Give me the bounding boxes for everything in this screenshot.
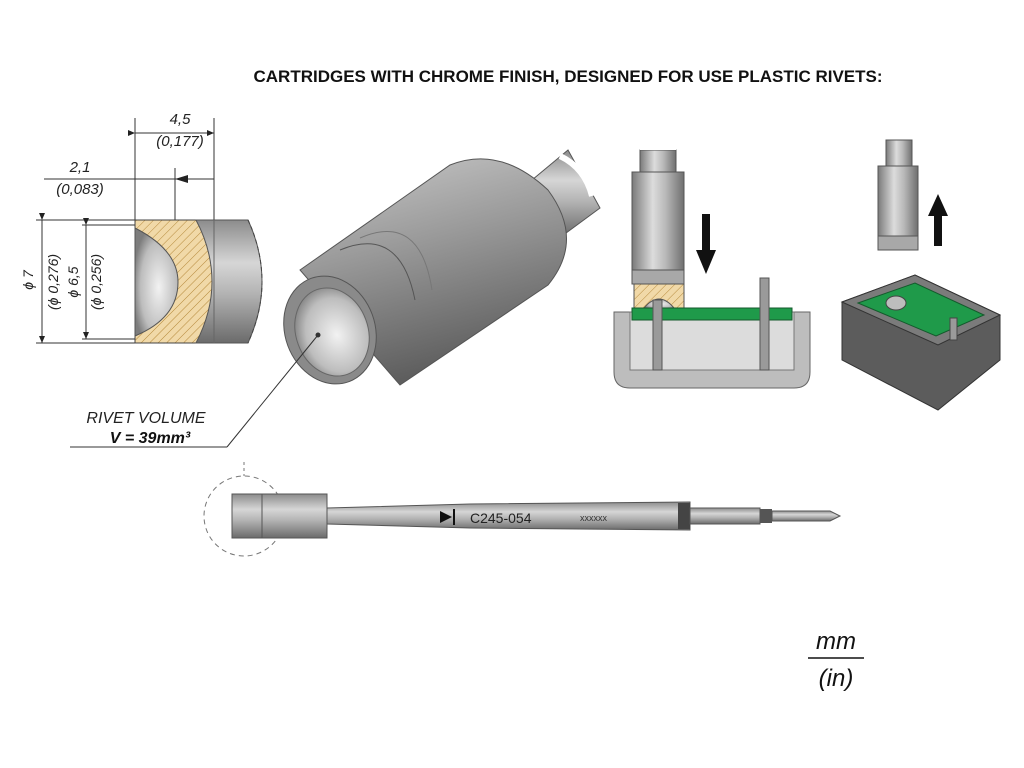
dim-width-inner-mm: 2,1 bbox=[69, 159, 91, 176]
finished-rivet bbox=[885, 295, 907, 311]
finished-tool-shaft bbox=[885, 139, 913, 167]
finished-tool-body bbox=[877, 165, 919, 247]
section-drawing: 4,5 (0,177) 2,1 (0,083) ϕ 7 (ϕ 0,276) ϕ … bbox=[20, 111, 263, 344]
section-break bbox=[247, 219, 263, 344]
rivet-press-step bbox=[613, 145, 811, 389]
rivet-volume-callout: RIVET VOLUME V = 39mm³ bbox=[70, 334, 319, 448]
dim-width-inner-in: (0,083) bbox=[56, 181, 104, 198]
section-cavity bbox=[134, 227, 179, 337]
tip-body-line bbox=[359, 231, 433, 291]
cartridge-full-view: C245-054 xxxxxx bbox=[203, 462, 842, 557]
rivet-volume-value: V = 39mm³ bbox=[110, 430, 191, 447]
cartridge-rear-band bbox=[760, 509, 772, 523]
press-tool-break bbox=[640, 145, 676, 150]
rivet-volume-label: RIVET VOLUME bbox=[86, 410, 205, 427]
finished-pin bbox=[949, 317, 958, 341]
down-arrow-shaft bbox=[702, 214, 710, 252]
dim-dia-inner-mm: ϕ 6,5 bbox=[65, 266, 81, 297]
rivet-finished-step bbox=[840, 139, 1002, 411]
cartridge-shaft bbox=[326, 501, 691, 531]
tip-shaft-break bbox=[558, 153, 595, 197]
cartridge-connector bbox=[771, 510, 842, 522]
press-tool-ring bbox=[631, 269, 685, 285]
tip-body-line bbox=[339, 243, 416, 301]
cartridge-tip-body bbox=[261, 493, 328, 539]
finished-tool-ring bbox=[877, 235, 919, 251]
dim-width-outer-in: (0,177) bbox=[156, 133, 204, 150]
cartridge-band bbox=[678, 503, 690, 529]
cartridge-rear bbox=[689, 507, 761, 525]
tip-cup bbox=[294, 287, 370, 377]
press-board bbox=[631, 307, 793, 321]
down-arrow-icon bbox=[696, 250, 716, 274]
page-title: CARTRIDGES WITH CHROME FINISH, DESIGNED … bbox=[253, 67, 882, 86]
dim-arrow bbox=[175, 175, 188, 183]
unit-primary: mm bbox=[816, 628, 856, 655]
dim-dia-outer-in: (ϕ 0,276) bbox=[45, 254, 61, 310]
tip-3d-view bbox=[283, 149, 601, 386]
dim-width-outer-mm: 4,5 bbox=[170, 111, 192, 128]
section-tip-body bbox=[195, 219, 263, 344]
cartridge-code: xxxxxx bbox=[580, 513, 608, 523]
units-legend: mm (in) bbox=[808, 628, 864, 692]
press-pin bbox=[759, 277, 770, 371]
orientation-mark-icon bbox=[440, 511, 452, 523]
press-tool-shaft bbox=[639, 149, 677, 173]
press-pin bbox=[652, 299, 663, 371]
up-arrow-shaft bbox=[934, 214, 942, 246]
unit-secondary: (in) bbox=[819, 665, 854, 692]
dim-dia-inner-in: (ϕ 0,256) bbox=[88, 254, 104, 310]
leader-line bbox=[226, 334, 319, 448]
cartridge-part-number: C245-054 bbox=[470, 510, 532, 526]
dim-dia-outer-mm: ϕ 7 bbox=[20, 269, 36, 290]
press-tool-body bbox=[631, 171, 685, 285]
up-arrow-icon bbox=[928, 194, 948, 216]
